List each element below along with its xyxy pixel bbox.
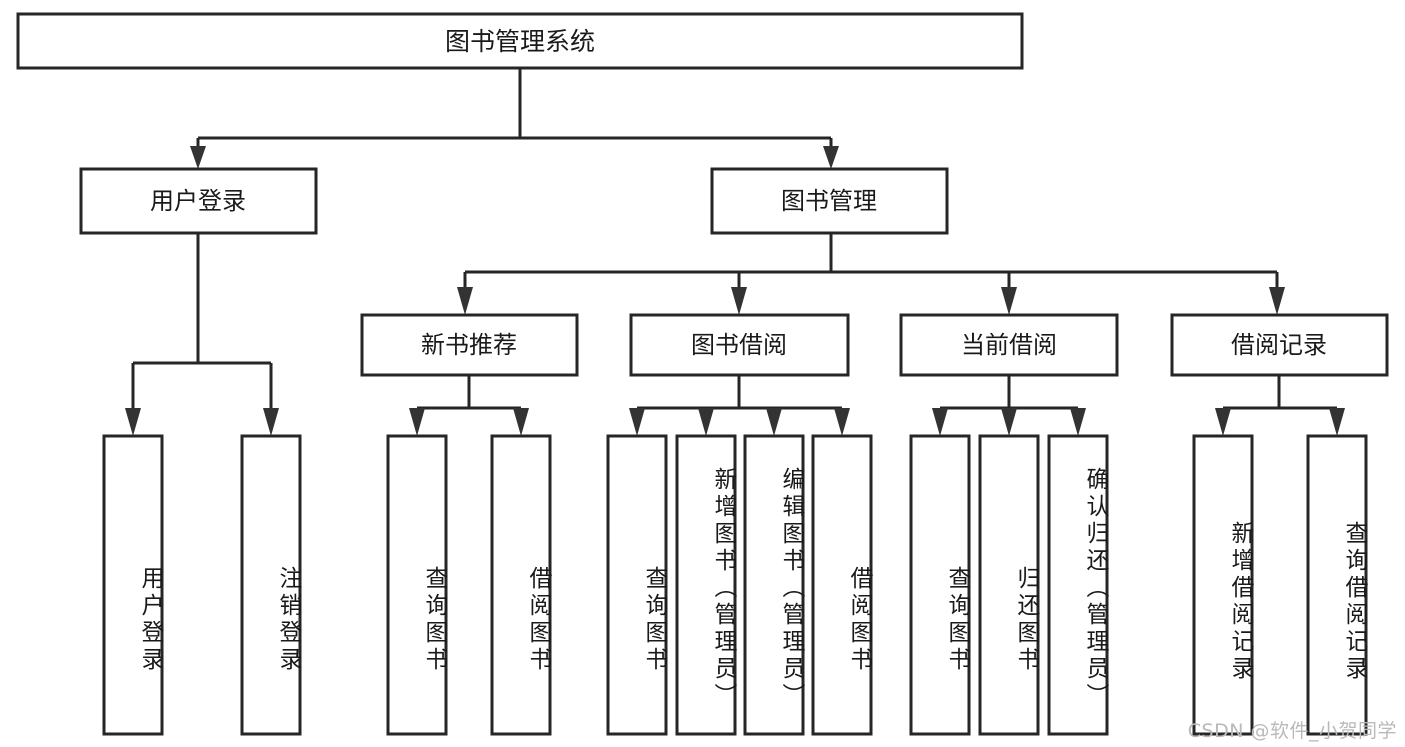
arrowhead-leaf-add-book [698,408,714,436]
leaf-box-borrow-book-2[interactable] [811,434,873,736]
node-current-borrow[interactable]: 当前借阅 [899,313,1119,377]
node-new-book-rec-box[interactable] [360,313,579,377]
arrowhead-leaf-borrow-book-2 [834,408,850,436]
leaf-box-query-record[interactable] [1306,434,1368,736]
node-new-book-rec-label: 新书推荐 [421,331,517,359]
node-borrow-record-box[interactable] [1170,313,1389,377]
leaf-box-edit-book[interactable] [743,434,805,736]
node-book-manage[interactable]: 图书管理 [710,167,949,235]
node-user-login-box[interactable] [79,167,318,235]
arrowhead-leaf-user-logout [263,408,279,436]
node-borrow-record-label: 借阅记录 [1231,331,1327,359]
leaf-box-return-book[interactable] [978,434,1040,736]
leaf-box-user-logout[interactable] [240,434,302,736]
arrowhead-leaf-edit-book [766,408,782,436]
node-root[interactable]: 图书管理系统 [16,12,1024,70]
node-current-borrow-label: 当前借阅 [961,331,1057,359]
node-borrow-record[interactable]: 借阅记录 [1170,313,1389,377]
node-current-borrow-box[interactable] [899,313,1119,377]
leaf-box-confirm-return[interactable] [1047,434,1109,736]
leaf-box-add-book[interactable] [675,434,737,736]
arrowhead-new-book-rec [457,287,473,315]
node-book-manage-box[interactable] [710,167,949,235]
watermark-text: CSDN @软件_小贺同学 [1187,720,1397,742]
arrowhead-leaf-query-record [1329,408,1345,436]
arrowhead-leaf-borrow-book-1 [513,408,529,436]
arrowhead-leaf-query-book-3 [932,408,948,436]
node-root-label: 图书管理系统 [445,27,595,56]
leaf-box-query-book-2[interactable] [606,434,668,736]
node-book-borrow-box[interactable] [629,313,850,377]
arrowhead-leaf-user-login [125,408,141,436]
leaf-box-add-record[interactable] [1192,434,1254,736]
node-book-manage-label: 图书管理 [781,187,877,215]
arrowhead-user-login [190,146,206,169]
connector-group [125,68,1345,436]
arrowhead-borrow-record [1269,287,1285,315]
leaf-box-borrow-book-1[interactable] [490,434,552,736]
leaf-box-user-login[interactable] [102,434,164,736]
arrowhead-leaf-add-record [1215,408,1231,436]
arrowhead-book-manage [823,146,839,169]
arrowhead-book-borrow [731,287,747,315]
node-book-borrow-label: 图书借阅 [691,331,787,359]
arrowhead-leaf-confirm-return [1070,408,1086,436]
node-user-login[interactable]: 用户登录 [79,167,318,235]
arrowhead-leaf-return-book [1001,408,1017,436]
arrowhead-leaf-query-book-1 [409,408,425,436]
leaf-box-group [102,434,1368,736]
arrowhead-leaf-query-book-2 [629,408,645,436]
node-book-borrow[interactable]: 图书借阅 [629,313,850,377]
leaf-box-query-book-1[interactable] [386,434,448,736]
arrowhead-current-borrow [1001,287,1017,315]
leaf-box-query-book-3[interactable] [909,434,971,736]
node-new-book-rec[interactable]: 新书推荐 [360,313,579,377]
node-root-box[interactable] [16,12,1024,70]
node-user-login-label: 用户登录 [150,187,246,215]
